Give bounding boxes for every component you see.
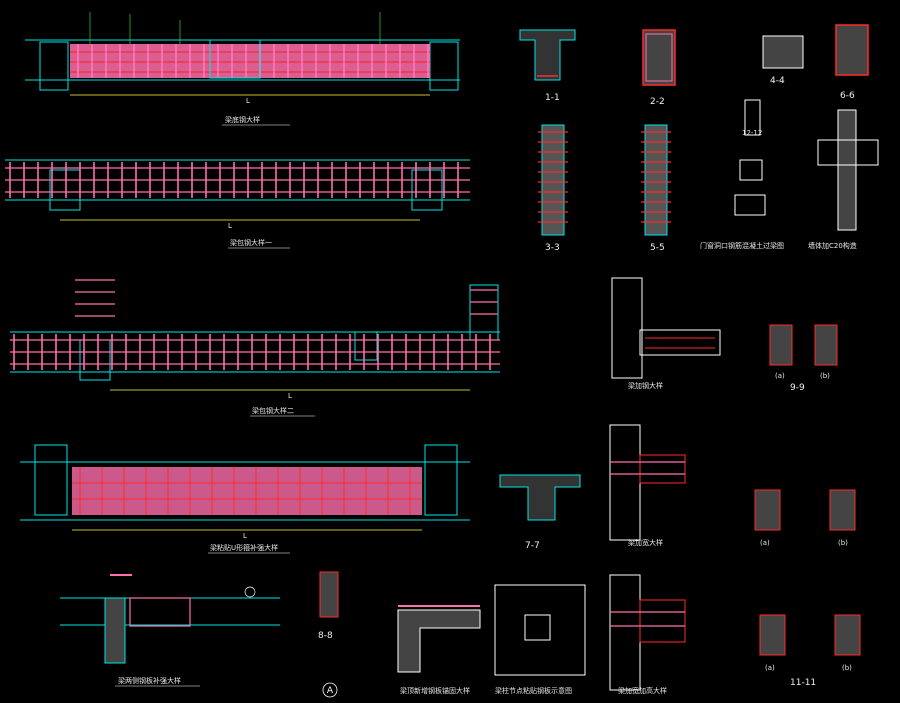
caption-top-plate: 梁顶新增钢板锚固大样 [400,686,470,695]
span-label: L [246,97,250,105]
wall-c20-detail: 墙体加C20构造 [808,109,879,250]
detail-beam-widen-heighten: 梁加宽加高大样 [609,574,686,695]
section-5-5: 5-5 [641,124,671,253]
caption-u-hoop: 梁粘贴U形箍补强大样 [210,543,278,552]
section-label-3-3: 3-3 [545,243,560,253]
detail-beam-wrap-steel-2: L 梁包钢大样二 [10,279,500,417]
section-9-9: (a) (b) 9-9 [769,324,838,393]
section-label-8-8: 8-8 [318,631,333,641]
span-label: L [288,392,292,400]
caption-beam-wrap-2: 梁包钢大样二 [252,406,294,415]
detail-beam-widen: 梁加宽大样 [609,424,686,547]
detail-beam-wrap-steel-1: L 梁包钢大样一 [5,159,470,249]
section-7-7: 7-7 [499,474,581,551]
grid-marker-a: A [327,686,334,696]
detail-joint-plate: 梁柱节点粘贴钢板示意图 [494,584,586,695]
caption-wall-c20: 墙体加C20构造 [808,241,857,250]
section-8-8: 8-8 A [318,571,339,698]
span-label: L [243,532,247,540]
plate-label: (a) [775,372,785,380]
caption-beam-widen: 梁加宽大样 [628,538,663,547]
detail-beam-bottom-steel: L 梁底钢大样 [25,12,460,126]
plate-label: (b) [820,372,830,380]
section-label-7-7: 7-7 [525,541,540,551]
caption-side-plates: 梁两侧钢板补强大样 [118,676,181,685]
section-11-11: (a) (b) 11-11 [759,614,861,688]
section-label-6-6: 6-6 [840,91,855,101]
caption-beam-add-steel: 梁加钢大样 [628,381,663,390]
caption-beam-wrap-1: 梁包钢大样一 [230,238,272,247]
detail-beam-side-plates: 梁两侧钢板补强大样 [60,574,280,687]
section-label-11-11: 11-11 [790,678,816,688]
lintel-detail: 门窗洞口钢筋混凝土过梁图 [700,99,784,250]
section-4-4: 4-4 [762,35,804,86]
span-label: L [228,222,232,230]
caption-lintel: 门窗洞口钢筋混凝土过梁图 [700,241,784,250]
section-label-12-12: 12-12 [742,129,762,137]
detail-beam-add-steel: 梁加钢大样 [611,277,721,390]
section-6-6: 6-6 [835,24,869,101]
section-12-12: 12-12 [742,129,762,137]
caption-beam-bottom-steel: 梁底钢大样 [225,115,260,124]
caption-joint-plate: 梁柱节点粘贴钢板示意图 [495,686,572,695]
plate-label: (b) [838,539,848,547]
section-plates-b: (a) (b) [754,489,856,547]
section-3-3: 3-3 [538,124,568,253]
section-1-1: 1-1 [519,29,576,103]
detail-beam-u-hoop: L 梁粘贴U形箍补强大样 [20,444,470,554]
detail-top-plate-anchor: 梁顶新增钢板锚固大样 [397,605,481,695]
plate-label: (a) [765,664,775,672]
section-2-2: 2-2 [642,29,676,107]
section-label-2-2: 2-2 [650,97,665,107]
plate-label: (b) [842,664,852,672]
section-label-5-5: 5-5 [650,243,665,253]
plate-label: (a) [760,539,770,547]
section-label-1-1: 1-1 [545,93,560,103]
section-label-4-4: 4-4 [770,76,785,86]
section-label-9-9: 9-9 [790,383,805,393]
caption-widen-heighten: 梁加宽加高大样 [618,686,667,695]
